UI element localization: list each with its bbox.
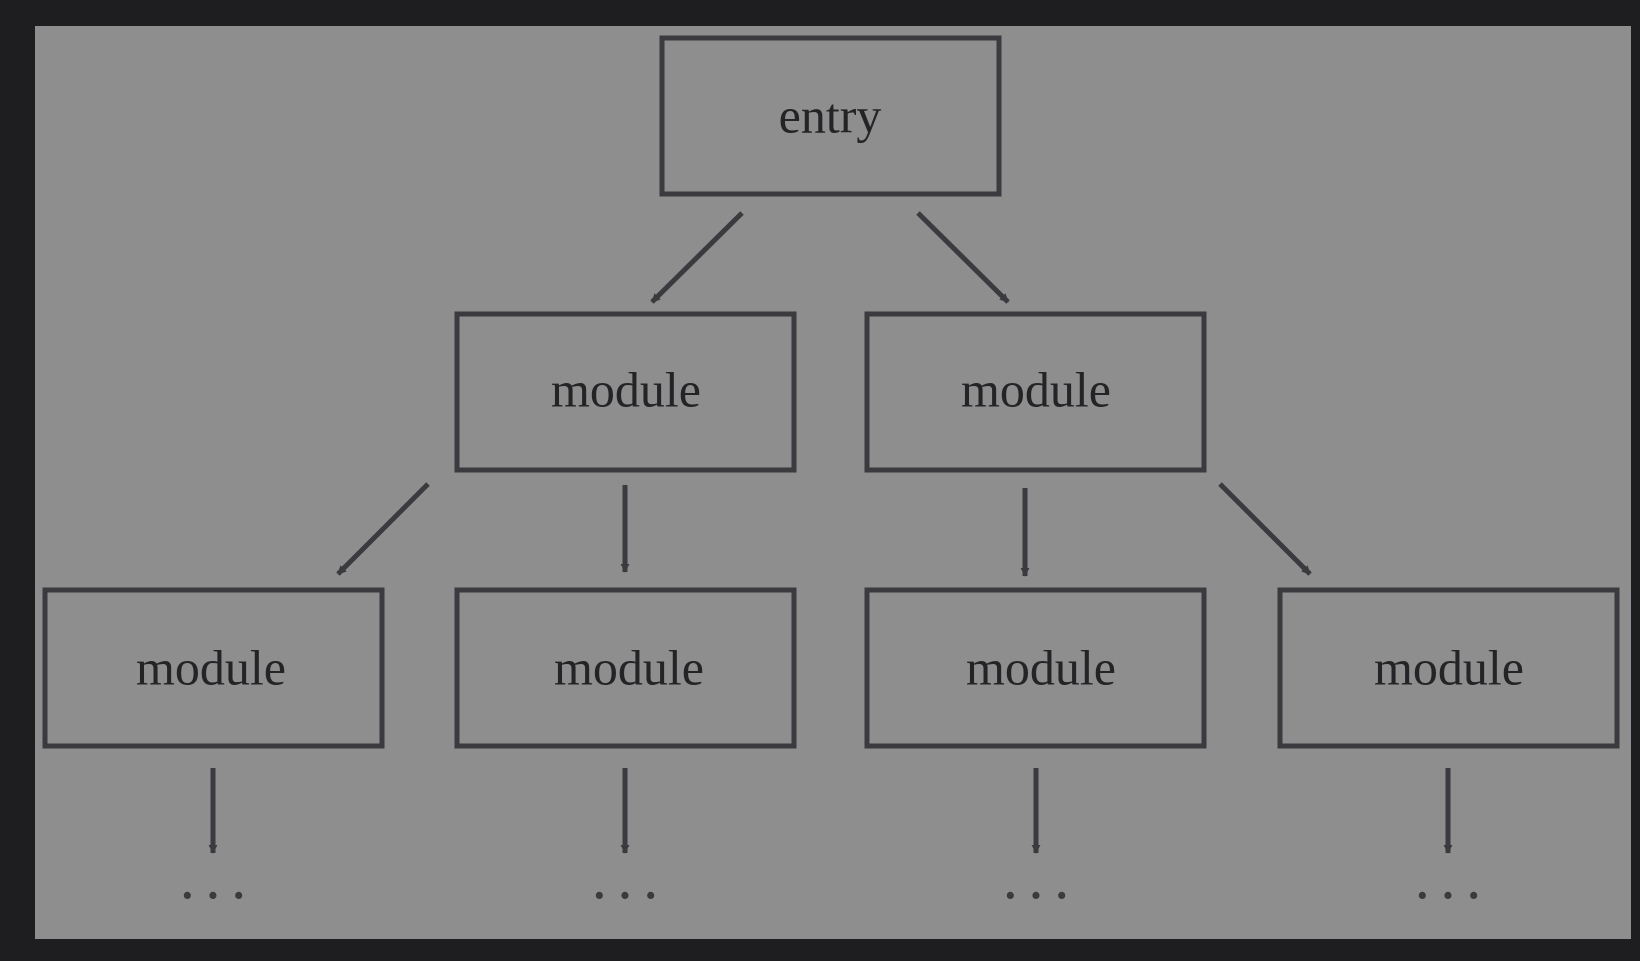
module-box (454, 587, 797, 749)
arrow-entry-to-module-left (650, 211, 744, 304)
module-node: module (42, 587, 385, 749)
module-label: module (1374, 639, 1524, 695)
module-label: module (551, 361, 701, 417)
continuation-ellipsis: · · · (1003, 871, 1069, 920)
module-label: module (966, 639, 1116, 695)
continuation-ellipsis: · · · (592, 871, 658, 920)
module-box (1277, 587, 1620, 749)
module-node: module (454, 587, 797, 749)
continuation-ellipsis: · · · (1415, 871, 1481, 920)
module-label: module (554, 639, 704, 695)
continuation-ellipsis: · · · (180, 871, 246, 920)
module-node: module (454, 311, 797, 473)
arrow-entry-to-module-right (916, 211, 1010, 304)
entry-label: entry (779, 87, 882, 143)
arrow-module-to-module (1218, 482, 1312, 576)
diagram-canvas (35, 26, 1631, 939)
entry-box (659, 35, 1002, 197)
module-box (42, 587, 385, 749)
module-box (864, 587, 1207, 749)
module-label: module (961, 361, 1111, 417)
module-node: module (864, 587, 1207, 749)
module-label: module (136, 639, 286, 695)
module-node: module (864, 311, 1207, 473)
entry-node: entry (659, 35, 1002, 197)
arrow-module-to-module (336, 482, 430, 576)
module-box (864, 311, 1207, 473)
module-box (454, 311, 797, 473)
module-node: module (1277, 587, 1620, 749)
